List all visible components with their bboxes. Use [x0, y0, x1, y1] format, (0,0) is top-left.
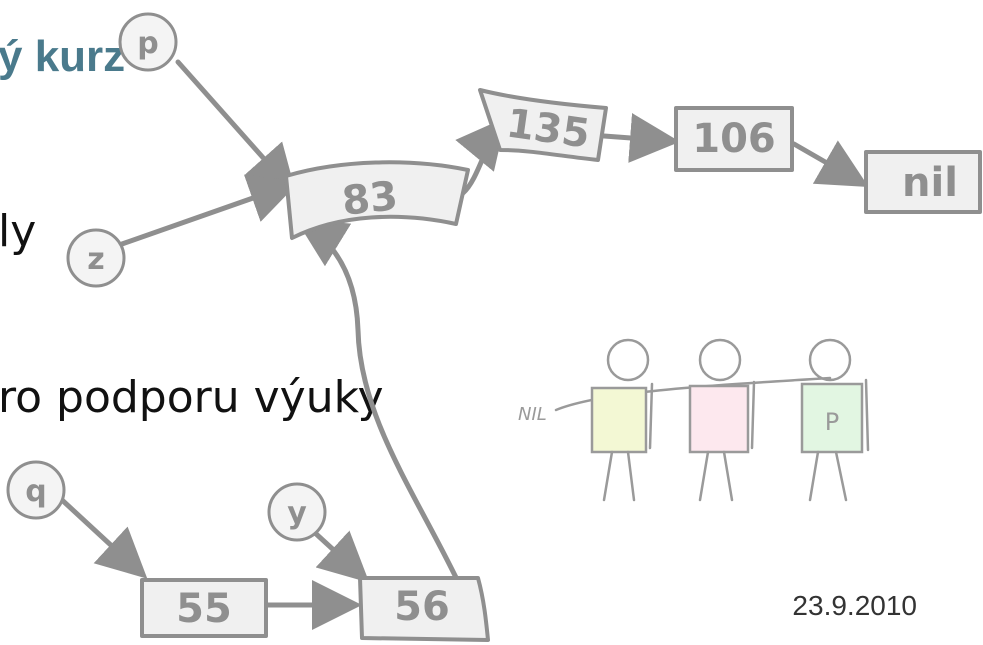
edge-z-to-83	[119, 174, 300, 247]
slide-title: ý kurz	[0, 32, 126, 81]
edge-q-to-55	[59, 497, 148, 579]
pointer-y-circle	[267, 482, 327, 542]
edge-56-to-83	[295, 218, 465, 593]
node-83-label: 83	[340, 173, 400, 225]
edge-135-to-106	[601, 113, 680, 163]
nil-hand-label: NIL	[518, 404, 547, 425]
pointer-p-label: p	[137, 26, 158, 61]
edge-p-to-83	[175, 59, 297, 196]
node-55-label: 55	[176, 586, 232, 632]
edge-106-to-nil	[791, 140, 869, 187]
node-56-box	[358, 576, 490, 642]
bullet-line-2: ro podporu výuky	[0, 372, 384, 423]
node-56-label: 56	[394, 584, 450, 630]
node-nil-label: nil	[902, 160, 958, 206]
pointer-p-circle	[118, 12, 178, 72]
bullet-line-1: ly	[0, 206, 37, 257]
pointer-z-label: z	[87, 242, 104, 277]
slide-date: 23.9.2010	[792, 590, 917, 621]
figure-p-letter: P	[825, 408, 839, 436]
pointer-q-label: q	[25, 474, 46, 509]
node-106-box	[674, 106, 794, 172]
pointer-y-label: y	[287, 496, 307, 531]
edge-y-to-56	[311, 529, 370, 583]
node-55-box	[140, 578, 268, 638]
node-nil-box	[864, 150, 982, 214]
node-135-box	[478, 88, 608, 162]
node-106-label: 106	[692, 116, 776, 162]
pointer-z-circle	[66, 228, 126, 288]
people-illustration: NIL P	[518, 338, 870, 502]
node-83-box	[284, 160, 470, 240]
pointer-q-circle	[6, 460, 66, 520]
